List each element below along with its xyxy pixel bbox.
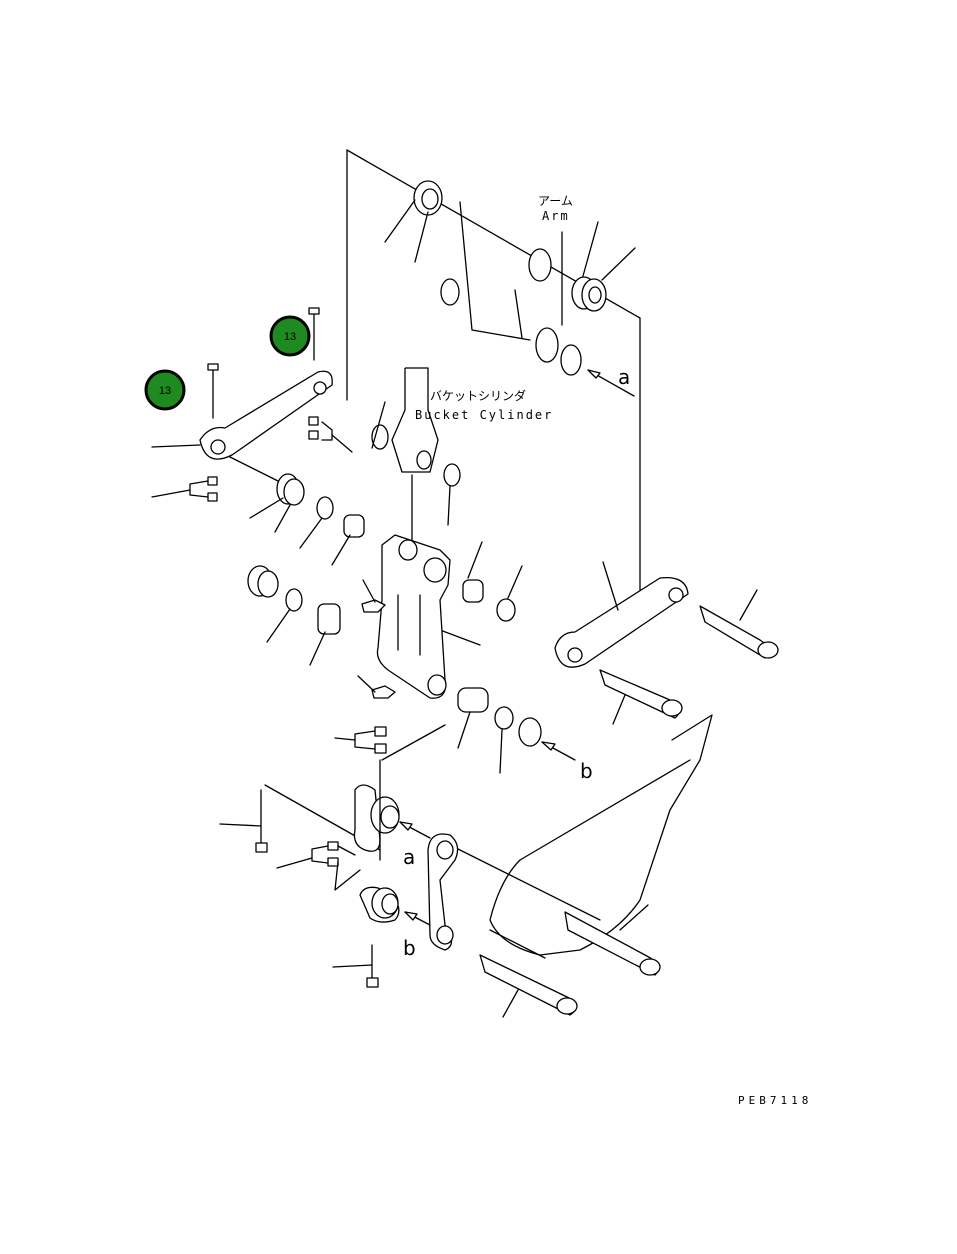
- ref-a-top: a: [618, 365, 630, 389]
- bushings-lower: [457, 687, 576, 774]
- ref-b-low: b: [403, 936, 416, 960]
- ref-a-low: a: [403, 845, 415, 869]
- callout-13-lower[interactable]: 13: [144, 369, 186, 411]
- upper-link: [151, 307, 353, 502]
- arm-label-jp: アーム: [538, 194, 573, 208]
- bushings-left: [247, 473, 365, 666]
- cylinder-label-jp: バケットシリンダ: [430, 388, 526, 403]
- lower-brackets: [219, 726, 431, 988]
- bucket-cylinder: [371, 367, 461, 526]
- arm-assembly: [384, 180, 636, 397]
- callout-13-lower-number: 13: [159, 385, 171, 397]
- drawing-code: PEB7118: [738, 1094, 812, 1107]
- bucket: [427, 714, 713, 1018]
- frame-lines: [219, 149, 641, 861]
- right-link: [554, 561, 779, 725]
- callout-13-upper[interactable]: 13: [269, 315, 311, 357]
- power-link: [357, 534, 523, 699]
- arm-label-en: Arm: [542, 209, 570, 223]
- ref-b-mid: b: [580, 759, 593, 783]
- cylinder-label-en: Bucket Cylinder: [415, 408, 553, 422]
- callout-13-upper-number: 13: [284, 331, 296, 343]
